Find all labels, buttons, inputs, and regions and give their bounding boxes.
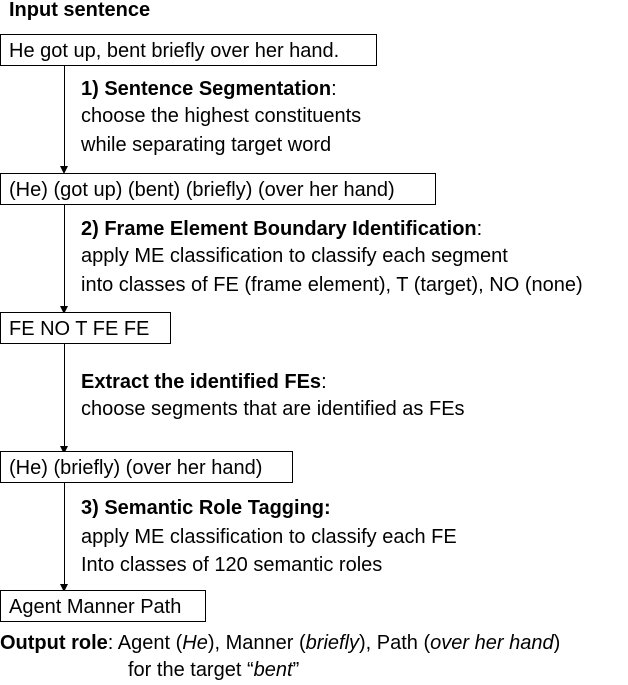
arrow-line-2 [64,205,65,308]
arrow-head-3 [60,446,68,454]
output-sep: : [107,632,118,654]
step-3-heading: 3) Semantic Role Tagging: [81,494,331,523]
fe-tags-box: FE NO T FE FE [0,312,171,344]
arrow-line-1 [64,66,65,168]
output-close: ) [553,632,561,654]
output-agent: Agent ( [117,632,183,654]
segments-box: (He) (got up) (bent) (briefly) (over her… [0,173,436,205]
output-role-line: Output role: Agent (He), Manner (briefly… [0,629,560,658]
extract-title: Extract the identified FEs [81,371,322,393]
step-1-line-1: choose the highest constituents [81,105,362,127]
input-sentence-label: Input sentence [9,0,151,21]
output-target-line: for the target “bent” [128,656,299,685]
output-path-word: over her hand [430,632,554,654]
step-1-heading: 1) Sentence Segmentation: [81,75,337,104]
output-target-word: bent [253,659,293,681]
step-1-suffix: : [331,78,337,100]
step-2-heading: 2) Frame Element Boundary Identification… [81,215,482,244]
output-manner-word: briefly [305,632,360,654]
step-3-title: 3) Semantic Role Tagging: [81,497,331,519]
step-1-title: 1) Sentence Segmentation [81,78,332,100]
arrow-head-2 [60,306,68,314]
output-path: ), Path ( [359,632,431,654]
output-target-pre: for the target “ [128,659,254,681]
identified-fes-box: (He) (briefly) (over her hand) [0,451,293,483]
arrow-head-4 [60,584,68,592]
step-3-line-1: apply ME classification to classify each… [81,526,457,548]
step-2-line-2: into classes of FE (frame element), T (t… [81,274,583,296]
arrow-head-1 [60,166,68,174]
semantic-roles-box: Agent Manner Path [0,590,206,622]
step-1-line-2: while separating target word [81,134,332,156]
output-target-post: ” [292,659,300,681]
step-2-title: 2) Frame Element Boundary Identification [81,218,477,240]
step-3-line-2: Into classes of 120 semantic roles [81,554,383,576]
output-agent-word: He [182,632,208,654]
arrow-line-3 [64,344,65,448]
output-role-label: Output role [0,632,108,654]
output-manner: ), Manner ( [207,632,306,654]
step-2-line-1: apply ME classification to classify each… [81,245,508,267]
extract-heading: Extract the identified FEs: [81,368,327,397]
input-sentence-box: He got up, bent briefly over her hand. [0,34,377,66]
extract-suffix: : [321,371,327,393]
arrow-line-4 [64,483,65,586]
step-2-suffix: : [476,218,483,240]
extract-line-1: choose segments that are identified as F… [81,398,465,420]
